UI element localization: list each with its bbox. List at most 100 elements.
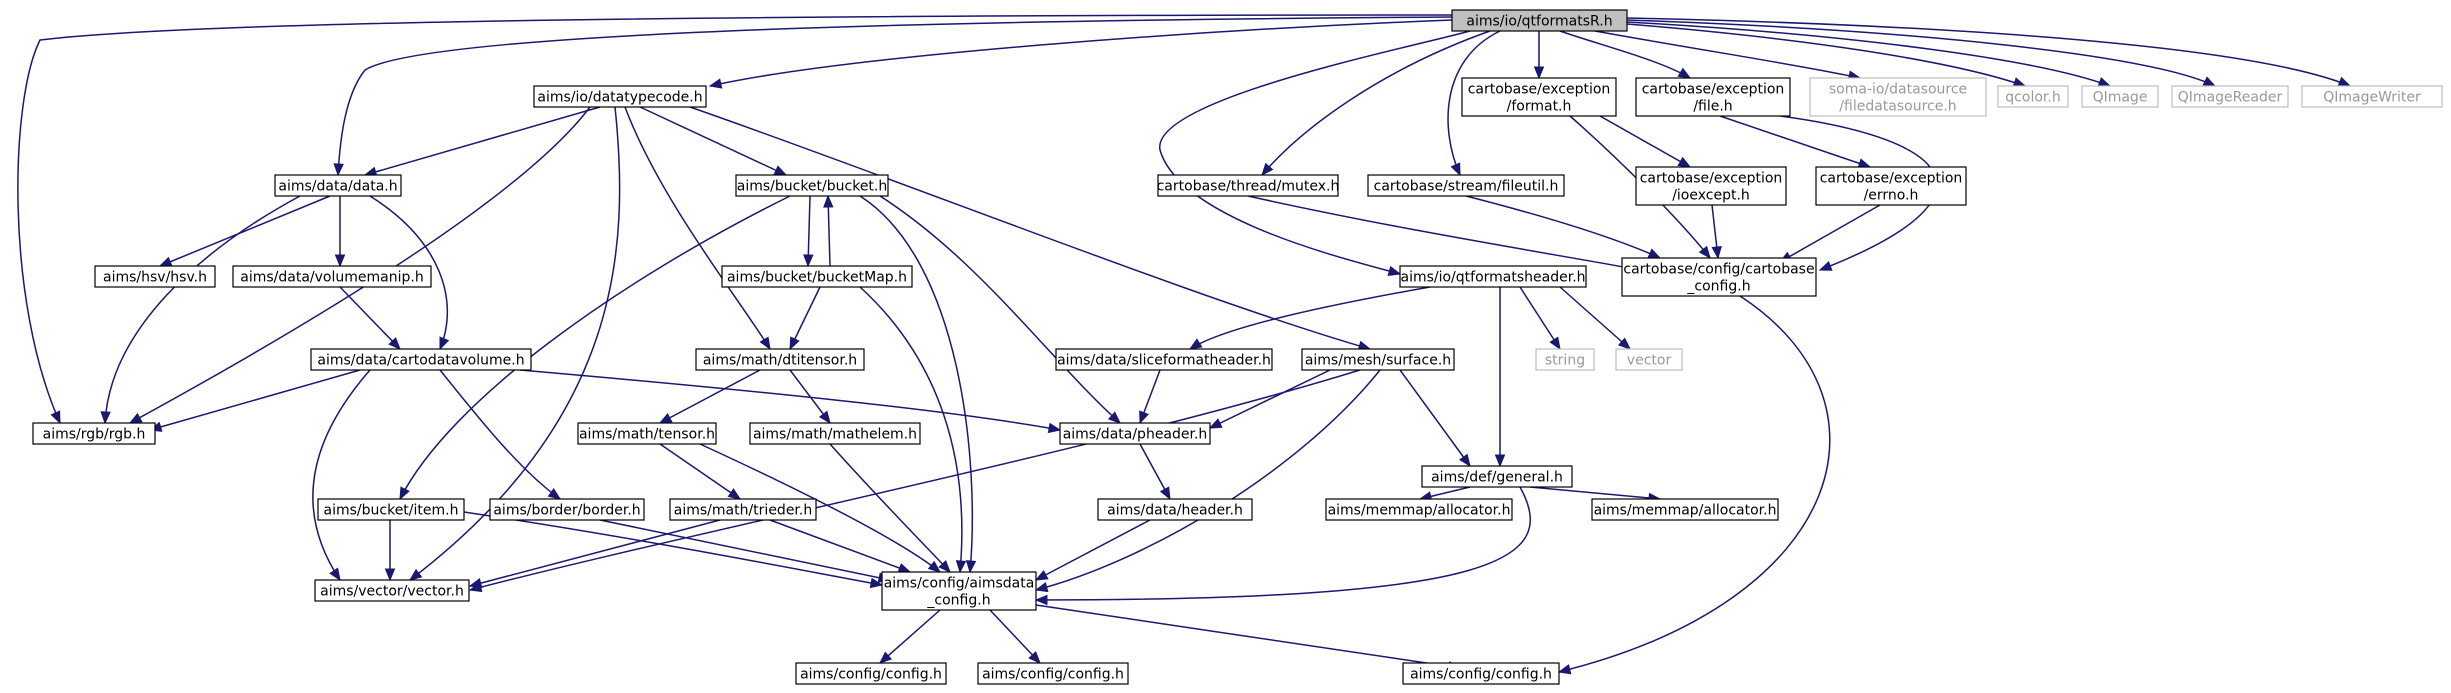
node-qimagereader[interactable]: QImageReader — [2171, 85, 2289, 108]
node-bucketmap[interactable]: aims/bucket/bucketMap.h — [721, 265, 913, 288]
node-qcolor[interactable]: qcolor.h — [1997, 85, 2069, 108]
node-label: QImage — [2093, 90, 2148, 106]
arrowhead-fileutil-to-cartobaseconfig — [1647, 248, 1662, 259]
node-label: cartobase/exception — [1468, 82, 1611, 98]
node-config2[interactable]: aims/config/config.h — [977, 662, 1129, 685]
node-headerh[interactable]: aims/data/header.h — [1097, 498, 1253, 521]
node-config3[interactable]: aims/config/config.h — [1402, 662, 1560, 685]
edge-trieder-to-aimsdataconfig — [769, 519, 911, 573]
node-label: cartobase/exception — [1640, 171, 1783, 187]
edge-cartobaseconfig-to-config3 — [1558, 295, 1831, 673]
arrowhead-qtformatsheader-to-vector — [1617, 337, 1631, 350]
edge-mutex-to-cartobaseconfig — [1247, 195, 1641, 271]
node-label: aims/bucket/item.h — [324, 503, 459, 519]
edge-fileutil-to-cartobaseconfig — [1465, 195, 1661, 259]
arrowhead-general-to-aimsdataconfig — [1034, 594, 1048, 606]
node-config1[interactable]: aims/config/config.h — [795, 662, 947, 685]
node-bucket[interactable]: aims/bucket/bucket.h — [735, 174, 889, 197]
edge-data-to-rgb — [104, 195, 301, 424]
node-dtitensor[interactable]: aims/math/dtitensor.h — [695, 348, 865, 371]
node-vectorh[interactable]: aims/vector/vector.h — [314, 579, 470, 602]
edge-bucketmap-to-bucket — [827, 195, 831, 267]
node-qtformatsheader[interactable]: aims/io/qtformatsheader.h — [1399, 265, 1587, 288]
arrowhead-tensor-to-trieder — [727, 488, 742, 500]
arrowhead-tensor-to-aimsdataconfig — [927, 560, 942, 573]
node-box — [1097, 498, 1253, 521]
arrowhead-cartodatavolume-to-pheader — [1047, 422, 1062, 434]
node-mathelem[interactable]: aims/math/mathelem.h — [749, 422, 921, 445]
node-aimsdataconfig[interactable]: aims/config/aimsdata_config.h — [881, 571, 1037, 611]
node-trieder[interactable]: aims/math/trieder.h — [669, 498, 817, 521]
arrowhead-aimsdataconfig-to-config1 — [879, 651, 893, 664]
node-pheader[interactable]: aims/data/pheader.h — [1059, 422, 1211, 445]
node-fileh[interactable]: cartobase/exception/file.h — [1635, 77, 1791, 117]
node-filedatasource[interactable]: soma-io/datasource/filedatasource.h — [1809, 77, 1987, 117]
node-qimage[interactable]: QImage — [2081, 85, 2159, 108]
node-label: aims/config/aimsdata — [884, 576, 1035, 592]
node-surface[interactable]: aims/mesh/surface.h — [1301, 348, 1455, 371]
arrowhead-root-to-fileh — [1677, 67, 1692, 79]
node-string[interactable]: string — [1535, 348, 1595, 371]
node-box — [1461, 77, 1617, 117]
arrowhead-root-to-qimagewriter — [2337, 76, 2352, 87]
arrowhead-volumemanip-to-cartodatavolume — [388, 337, 401, 350]
edge-root-to-qcolor — [1626, 23, 2026, 87]
edge-dtitensor-to-tensor — [659, 369, 761, 424]
edge-volumemanip-to-cartodatavolume — [339, 286, 401, 350]
node-sliceformat[interactable]: aims/data/sliceformatheader.h — [1055, 348, 1273, 371]
edge-fileh-to-errno — [1719, 115, 1871, 168]
node-label: cartobase/config/cartobase — [1623, 262, 1814, 278]
edge-datatypecode-to-rgb — [129, 106, 591, 424]
node-alloc2[interactable]: aims/memmap/allocator.h — [1591, 498, 1779, 521]
node-hsv[interactable]: aims/hsv/hsv.h — [94, 265, 216, 288]
node-general[interactable]: aims/def/general.h — [1421, 465, 1573, 488]
arrowhead-root-to-mutex — [1261, 162, 1274, 177]
arrowhead-aimsdataconfig-to-config2 — [1028, 651, 1041, 664]
node-fileutil[interactable]: cartobase/stream/fileutil.h — [1367, 174, 1565, 197]
edge-datatypecode-to-bucket — [639, 106, 787, 176]
node-label: aims/math/trieder.h — [674, 503, 812, 519]
arrowhead-root-to-qtformatsheader — [1387, 265, 1402, 276]
arrowhead-bucketmap-to-bucket — [823, 194, 834, 208]
edge-cartodatavolume-to-pheader — [519, 369, 1061, 431]
node-rgb[interactable]: aims/rgb/rgb.h — [32, 422, 156, 445]
arrowhead-ioexcept-to-cartobaseconfig — [1711, 245, 1722, 260]
edge-cartodatavolume-to-rgb — [149, 369, 361, 431]
node-box — [977, 662, 1129, 685]
node-data[interactable]: aims/data/data.h — [274, 174, 402, 197]
node-label: aims/rgb/rgb.h — [43, 427, 146, 443]
node-tensor[interactable]: aims/math/tensor.h — [577, 422, 717, 445]
node-qimagewriter[interactable]: QImageWriter — [2301, 85, 2443, 108]
node-border[interactable]: aims/border/border.h — [489, 498, 645, 521]
node-label: cartobase/exception — [1642, 82, 1785, 98]
node-label: string — [1545, 353, 1585, 369]
node-label: /errno.h — [1864, 188, 1919, 204]
node-label: aims/io/qtformatsheader.h — [1400, 270, 1585, 286]
arrowhead-qtformatsheader-to-general — [1494, 454, 1506, 468]
node-ioexcept[interactable]: cartobase/exception/ioexcept.h — [1635, 166, 1787, 206]
node-errno[interactable]: cartobase/exception/errno.h — [1815, 166, 1967, 206]
node-cartobaseconfig[interactable]: cartobase/config/cartobase_config.h — [1621, 257, 1817, 297]
edge-general-to-alloc2 — [1529, 486, 1661, 500]
node-label: /ioexcept.h — [1672, 188, 1750, 204]
edge-bucketmap-to-aimsdataconfig — [859, 286, 963, 573]
node-formath[interactable]: cartobase/exception/format.h — [1461, 77, 1617, 117]
node-root[interactable]: aims/io/qtformatsR.h — [1451, 9, 1628, 32]
node-box — [1997, 85, 2069, 108]
node-cartodatavolume[interactable]: aims/data/cartodatavolume.h — [310, 348, 532, 371]
node-label: QImageWriter — [2323, 90, 2421, 106]
node-box — [795, 662, 947, 685]
node-item[interactable]: aims/bucket/item.h — [317, 498, 465, 521]
node-label: aims/data/data.h — [278, 179, 397, 195]
node-alloc1[interactable]: aims/memmap/allocator.h — [1325, 498, 1513, 521]
arrowhead-bucket-to-aimsdataconfig — [965, 560, 977, 574]
node-volumemanip[interactable]: aims/data/volumemanip.h — [232, 265, 432, 288]
edge-root-to-fileutil — [1447, 30, 1501, 176]
node-box — [1635, 77, 1791, 117]
node-box — [1635, 166, 1787, 206]
node-datatypecode[interactable]: aims/io/datatypecode.h — [533, 85, 707, 108]
edge-root-to-datatypecode — [709, 19, 1453, 87]
node-mutex[interactable]: cartobase/thread/mutex.h — [1157, 174, 1340, 197]
arrowhead-item-to-vectorh — [384, 568, 396, 582]
node-vector[interactable]: vector — [1615, 348, 1683, 371]
